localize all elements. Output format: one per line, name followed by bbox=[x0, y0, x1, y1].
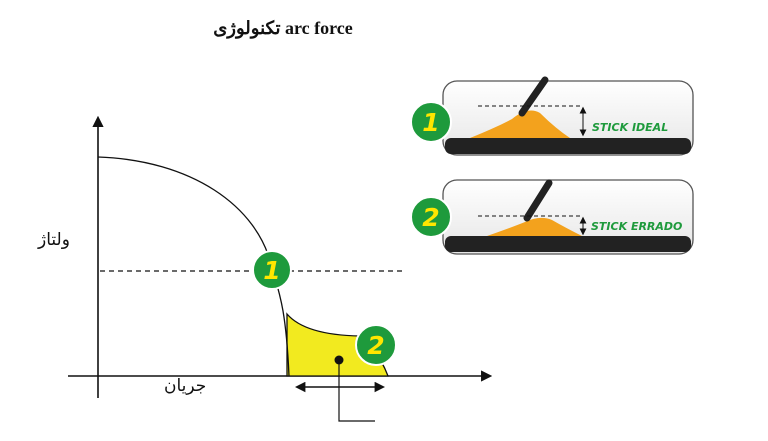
panel-2-number-badge bbox=[410, 196, 452, 238]
diagram-title: تکنولوژی arc force bbox=[213, 18, 353, 38]
electrode-ideal bbox=[518, 76, 549, 117]
current-axis-label: جریان bbox=[164, 376, 207, 396]
svg-text:1: 1 bbox=[263, 256, 280, 285]
svg-text:1: 1 bbox=[422, 108, 439, 137]
stick-wrong-label: STICK ERRADO bbox=[591, 220, 682, 233]
panel-1-number-badge bbox=[410, 101, 452, 143]
marker-1-badge: 1 bbox=[252, 250, 292, 290]
weld-pool-ideal bbox=[470, 110, 570, 138]
electrode-wrong bbox=[523, 179, 553, 222]
svg-text:2: 2 bbox=[422, 203, 439, 232]
voltage-axis-label: ولتاژ bbox=[38, 230, 70, 250]
stick-wrong-panel: 2 STICK ERRADO bbox=[410, 179, 694, 255]
stick-ideal-panel: 1 STICK IDEAL bbox=[410, 76, 694, 156]
weld-pool-wrong bbox=[487, 217, 582, 236]
stick-ideal-label: STICK IDEAL bbox=[592, 121, 668, 134]
marker-2-badge: 2 bbox=[355, 324, 397, 366]
svg-text:2: 2 bbox=[367, 331, 384, 360]
pointer-leader-line bbox=[338, 360, 375, 422]
